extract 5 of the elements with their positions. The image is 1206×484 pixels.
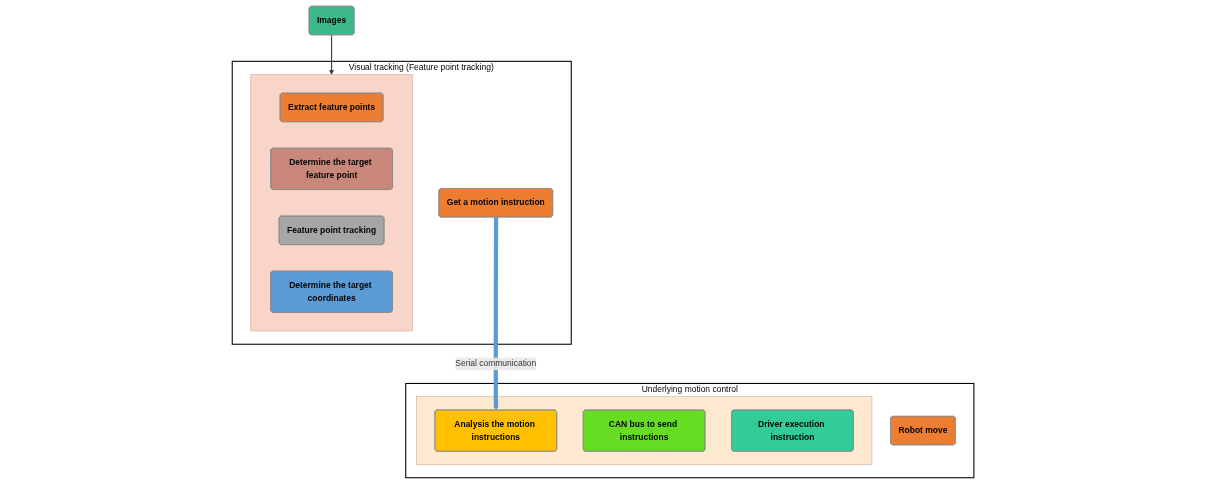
arrow xyxy=(329,34,334,75)
cluster xyxy=(415,396,873,465)
edge-label: Serial communication xyxy=(455,359,537,369)
cluster xyxy=(250,74,413,332)
arrow xyxy=(493,217,499,411)
